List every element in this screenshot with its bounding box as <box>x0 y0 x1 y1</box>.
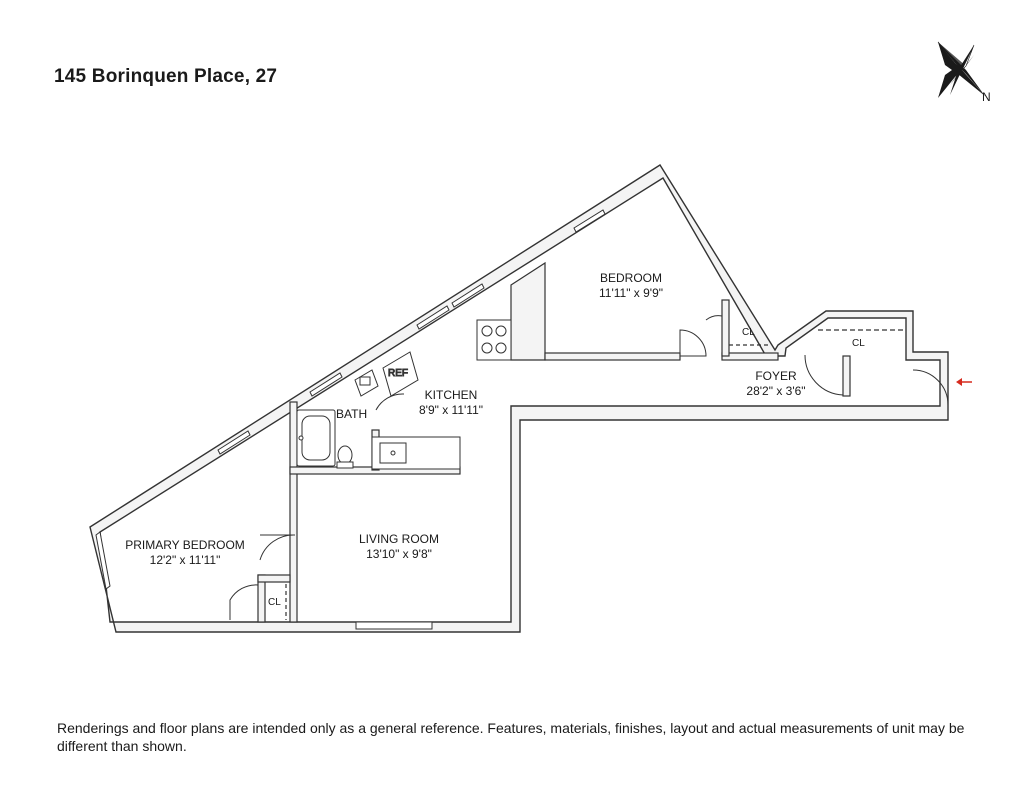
primary-bedroom-size: 12'2" x 11'11" <box>150 553 221 567</box>
interior-walls <box>257 261 906 623</box>
north-label: N <box>982 90 991 104</box>
entry-arrow-icon <box>956 378 972 386</box>
ref-label: REF <box>388 368 408 379</box>
living-room-size: 13'10" x 9'8" <box>366 547 432 561</box>
closet-primary-label: CL <box>268 597 281 608</box>
compass-icon: N <box>937 41 991 104</box>
foyer-name: FOYER <box>755 369 797 383</box>
bath-fixtures <box>296 409 354 469</box>
windows <box>95 209 606 630</box>
kitchen-size: 8'9" x 11'11" <box>419 403 483 417</box>
kitchen-name: KITCHEN <box>425 388 478 402</box>
room-labels: BEDROOM 11'11" x 9'9" KITCHEN 8'9" x 11'… <box>125 271 865 608</box>
page-title: 145 Borinquen Place, 27 <box>54 66 278 87</box>
living-room-name: LIVING ROOM <box>359 532 439 546</box>
bath-name: BATH <box>336 407 367 421</box>
bedroom-name: BEDROOM <box>600 271 662 285</box>
closet-bedroom-label: CL <box>742 327 755 338</box>
refrigerator: REF <box>354 351 419 397</box>
kitchen-counter <box>371 319 512 470</box>
primary-bedroom-name: PRIMARY BEDROOM <box>125 538 245 552</box>
closet-foyer-label: CL <box>852 338 865 349</box>
doors <box>229 315 949 620</box>
foyer-size: 28'2" x 3'6" <box>746 384 805 398</box>
bedroom-size: 11'11" x 9'9" <box>599 286 663 300</box>
disclaimer-text: Renderings and floor plans are intended … <box>57 720 965 754</box>
